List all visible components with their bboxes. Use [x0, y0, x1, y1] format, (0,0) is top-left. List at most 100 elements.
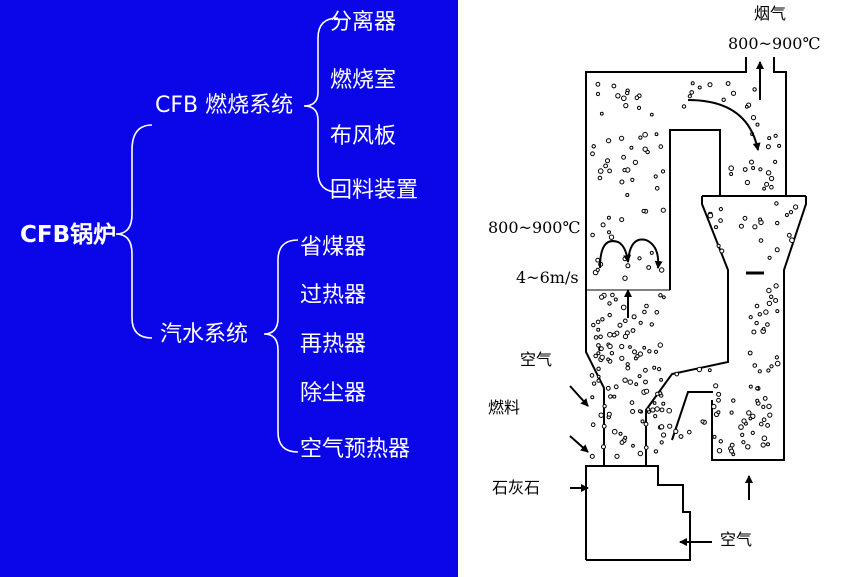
boiler-schematic	[569, 57, 807, 561]
particle	[630, 177, 635, 182]
particle	[611, 428, 618, 435]
particle	[660, 169, 666, 174]
particle	[602, 404, 607, 409]
particle	[678, 434, 684, 439]
particle	[611, 332, 617, 338]
particle	[742, 167, 748, 172]
particle	[767, 136, 772, 141]
particle	[621, 95, 627, 102]
particle	[731, 398, 736, 403]
particle	[596, 366, 601, 371]
particle	[761, 404, 766, 409]
particle	[623, 103, 629, 109]
particle	[712, 434, 717, 439]
particle	[650, 407, 656, 413]
particle	[590, 395, 595, 400]
particle	[634, 95, 640, 100]
particle	[700, 419, 705, 424]
particle	[619, 135, 625, 141]
particle	[661, 401, 666, 406]
particle	[636, 105, 642, 111]
particle	[606, 215, 611, 220]
particle	[658, 424, 665, 430]
particle	[652, 365, 657, 370]
item-air-distributor: 布风板	[330, 124, 397, 149]
particle	[738, 223, 744, 229]
particle	[729, 442, 735, 448]
particle	[601, 444, 606, 450]
particle	[716, 448, 723, 454]
particle	[673, 428, 679, 434]
particle	[766, 368, 771, 373]
particle	[595, 91, 601, 97]
particle	[763, 309, 769, 315]
particle	[748, 416, 753, 421]
particle	[642, 131, 648, 138]
tree-root-label: CFB锅炉	[20, 222, 117, 248]
particle	[606, 357, 611, 362]
particle	[711, 403, 717, 410]
particle	[599, 294, 605, 300]
particle	[747, 350, 753, 356]
particle	[622, 168, 627, 173]
particle	[741, 440, 746, 445]
particle	[761, 327, 766, 331]
particle	[674, 371, 680, 377]
particle	[774, 247, 780, 253]
particle	[614, 453, 620, 459]
particle	[755, 386, 760, 391]
particle	[641, 208, 646, 214]
particle	[653, 349, 659, 354]
particle	[714, 225, 718, 230]
particle	[631, 443, 635, 448]
particle	[716, 397, 721, 403]
particle	[596, 378, 601, 383]
particle	[638, 135, 643, 140]
particle	[769, 294, 774, 299]
particle	[765, 322, 770, 327]
particle	[643, 421, 649, 427]
particle	[625, 263, 631, 269]
particle	[658, 391, 663, 396]
particle	[599, 354, 605, 360]
particle	[689, 90, 694, 95]
limestone-inlet-label: 石灰石	[492, 478, 541, 497]
particle	[751, 329, 757, 335]
particle	[716, 243, 721, 248]
particle	[654, 310, 660, 315]
particle	[775, 309, 780, 314]
particle	[619, 217, 625, 223]
particle	[634, 382, 639, 387]
particle	[660, 207, 666, 213]
particle	[621, 154, 627, 160]
particle	[646, 407, 651, 412]
particle	[629, 400, 635, 405]
particle	[597, 168, 604, 174]
particle	[662, 295, 666, 300]
particle	[654, 132, 659, 137]
particle	[729, 448, 735, 454]
particle	[759, 421, 764, 427]
item-air-preheater: 空气预热器	[300, 437, 411, 462]
particle	[595, 81, 601, 87]
particle	[773, 159, 778, 164]
particle	[607, 331, 613, 338]
particle	[637, 374, 642, 379]
particle	[767, 255, 772, 260]
particle	[622, 256, 628, 262]
particle	[596, 351, 601, 356]
particle	[707, 368, 712, 373]
particle	[595, 319, 601, 325]
flue-gas-temp-label: 800~900℃	[728, 34, 821, 53]
particle	[769, 364, 774, 369]
particle	[622, 377, 628, 383]
particle	[773, 133, 778, 138]
particle	[748, 384, 753, 389]
particle	[605, 385, 611, 391]
particle	[642, 309, 647, 315]
particle	[638, 320, 643, 325]
particle	[659, 378, 664, 382]
particle	[749, 159, 754, 165]
particle	[638, 409, 642, 414]
particle	[707, 82, 713, 88]
